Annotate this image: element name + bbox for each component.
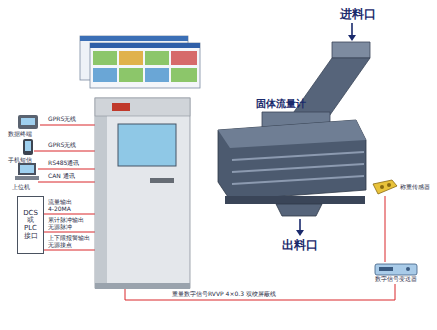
wire-label: RS485通讯 — [48, 160, 79, 166]
cable-label: 重量数字信号RVVP 4×0.3 双绞屏蔽线 — [170, 291, 278, 297]
output-label: 上下限报警输出 — [48, 235, 90, 241]
node-text: 数字信号变送器 — [366, 276, 426, 283]
wire-label: GPRS无线 — [48, 142, 76, 148]
transmitter: 数字信号变送器 — [366, 262, 426, 283]
output-label: 4-20MA — [48, 206, 71, 212]
transmitter-icon — [374, 262, 418, 276]
output-label: 流量输出 — [48, 199, 72, 205]
inlet-label: 进料口 — [340, 8, 376, 20]
node-text: DCS 或 PLC 接口 — [20, 210, 41, 241]
device-icons — [15, 115, 39, 180]
interface-box: DCS 或 PLC 接口 — [17, 196, 44, 254]
icon-label: 手机短信 — [8, 157, 32, 163]
wire-label: CAN 通讯 — [48, 173, 75, 179]
wire-label: GPRS无线 — [48, 116, 76, 122]
controller-cabinet — [95, 98, 190, 289]
software-screens — [80, 36, 200, 88]
signal-cable — [385, 196, 386, 262]
load-sensor: 称重传感器 — [372, 178, 430, 196]
output-label: 无源接点 — [48, 242, 72, 248]
icon-label: 数据终端 — [8, 131, 32, 137]
outlet-label: 出料口 — [282, 239, 318, 251]
flow-meter-machine — [218, 42, 370, 216]
icon-label: 上位机 — [12, 184, 30, 190]
sensor-icon — [372, 178, 398, 196]
flow-arrows — [296, 23, 356, 236]
output-label: 无源脉冲 — [48, 224, 72, 230]
output-label: 累计脉冲输出 — [48, 217, 84, 223]
device-title: 固体流量计 — [256, 99, 306, 109]
node-text: 称重传感器 — [400, 184, 430, 191]
